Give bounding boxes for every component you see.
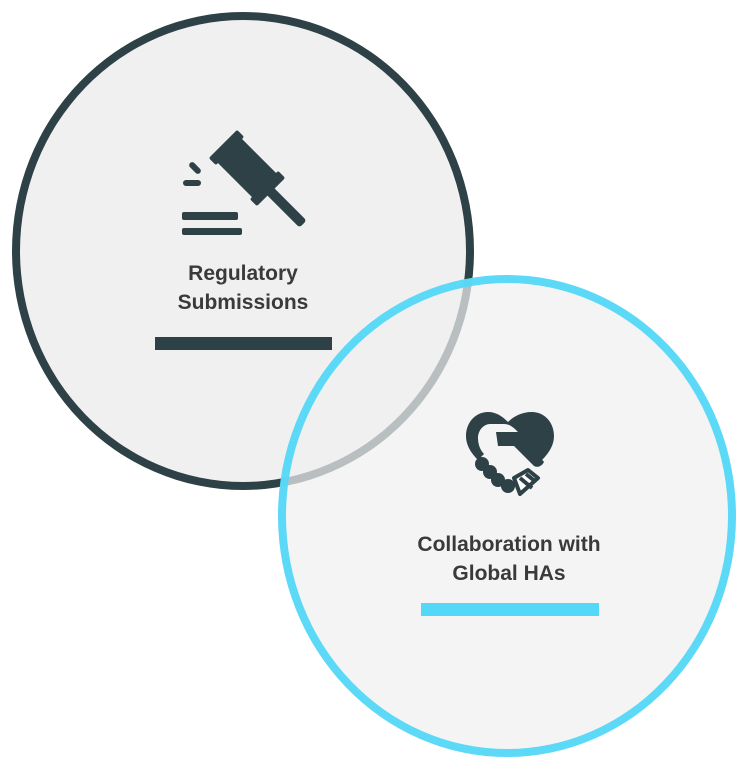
collaboration-underline-bar (421, 603, 599, 616)
handshake-icon (466, 412, 554, 496)
regulatory-circle (12, 12, 474, 490)
collaboration-circle (278, 275, 736, 757)
gavel-icon (182, 130, 306, 235)
regulatory-underline-bar (155, 337, 332, 350)
regulatory-label-line1: Regulatory (188, 262, 298, 285)
regulatory-label: Regulatory Submissions (130, 259, 356, 317)
regulatory-label-line2: Submissions (177, 291, 309, 314)
collaboration-label-line1: Collaboration with (417, 533, 601, 556)
collaboration-label: Collaboration with Global HAs (368, 530, 650, 588)
collaboration-label-line2: Global HAs (452, 562, 566, 585)
